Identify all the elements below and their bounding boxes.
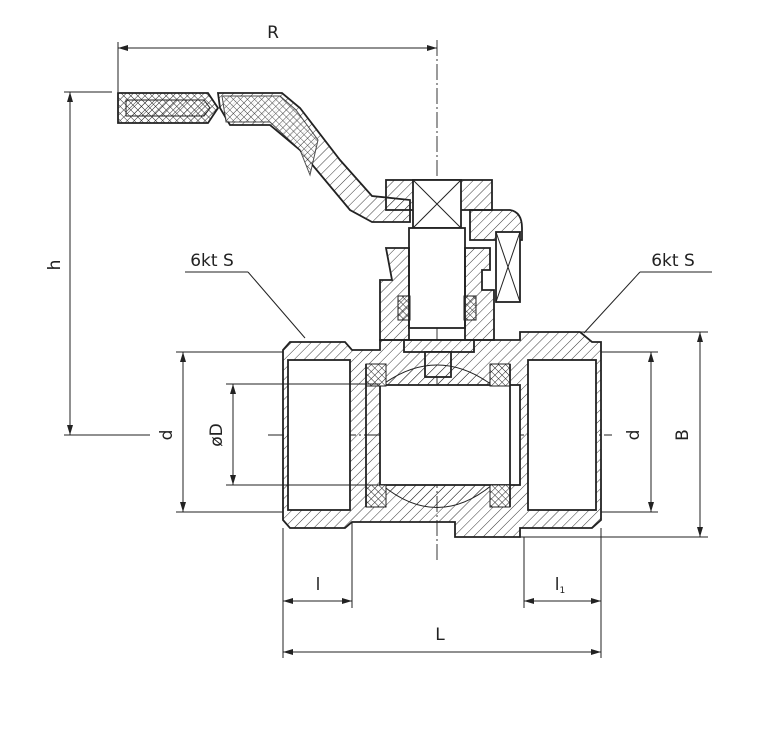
hex-size-right: 6kt S (583, 251, 712, 334)
dimension-d-right: d (601, 351, 658, 513)
dimension-B: B (520, 331, 708, 538)
label-L: L (435, 625, 445, 645)
dimension-l1: l1 (523, 528, 602, 658)
handle (117, 92, 411, 223)
dimension-L: L (283, 625, 601, 655)
label-hex-left: 6kt S (190, 251, 234, 271)
dimension-h: h (45, 91, 150, 436)
label-l1: l1 (555, 575, 565, 596)
dimension-d-left: d (157, 351, 283, 513)
label-B: B (673, 429, 693, 441)
dimension-R: R (117, 23, 437, 92)
valve-body (282, 331, 602, 538)
dimension-l: l (282, 522, 353, 658)
hex-size-left: 6kt S (185, 251, 306, 339)
label-h: h (45, 260, 65, 271)
label-d-right: d (624, 430, 644, 441)
dimension-D: øD (207, 383, 380, 486)
label-hex-right: 6kt S (651, 251, 695, 271)
label-l: l (316, 575, 321, 595)
label-R: R (267, 23, 279, 43)
label-d-left: d (157, 430, 177, 441)
label-D: øD (207, 423, 227, 447)
